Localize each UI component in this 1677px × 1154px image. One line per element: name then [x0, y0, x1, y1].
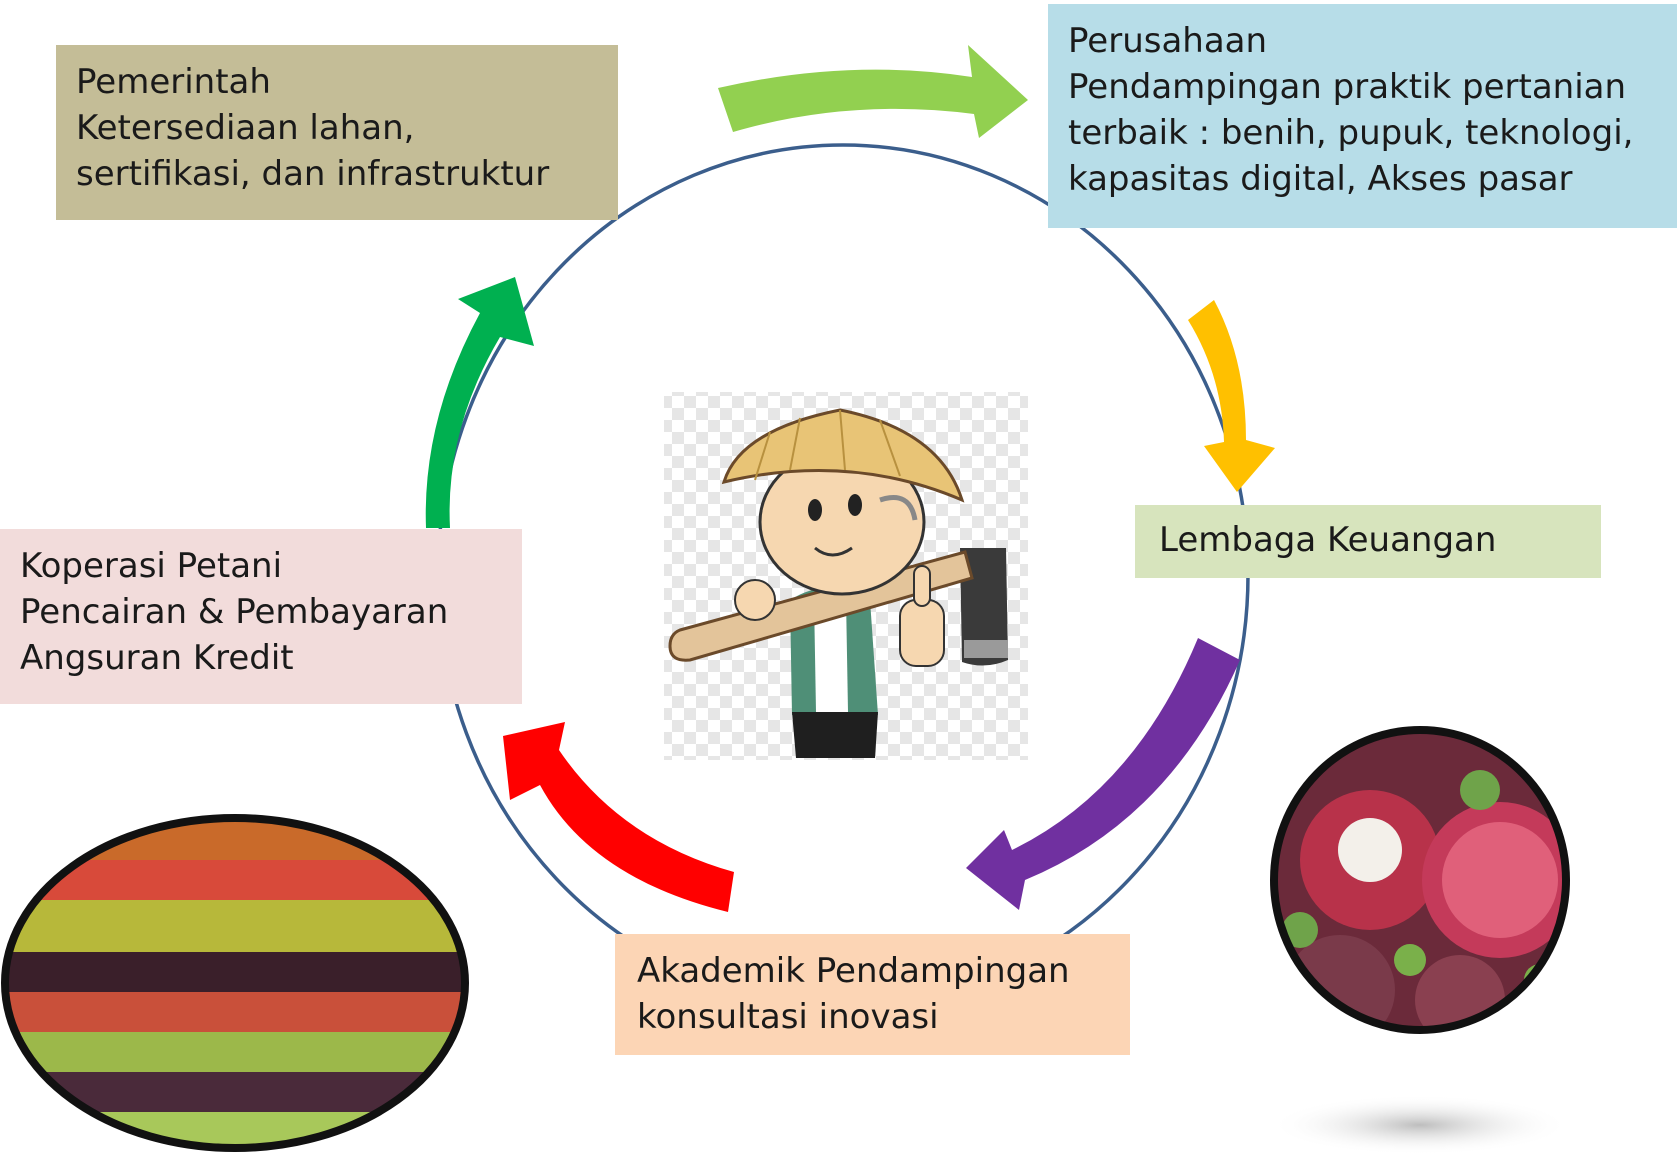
fruit-stack-photo	[1, 814, 469, 1152]
arrow-red	[503, 722, 734, 912]
arrow-green-dark	[425, 277, 534, 528]
pemerintah-line-3: sertifikasi, dan infrastruktur	[76, 154, 550, 194]
box-akademik: Akademik Pendampingan konsultasi inovasi	[615, 934, 1130, 1055]
koperasi-line-2: Pencairan & Pembayaran	[20, 592, 449, 632]
arrow-purple	[966, 638, 1240, 910]
lembaga-title: Lembaga Keuangan	[1159, 520, 1497, 560]
perusahaan-line-4: kapasitas digital, Akses pasar	[1068, 159, 1573, 199]
koperasi-line-3: Angsuran Kredit	[20, 638, 294, 678]
akademik-line-2: konsultasi inovasi	[637, 997, 939, 1037]
pemerintah-line-2: Ketersediaan lahan,	[76, 108, 415, 148]
box-lembaga-keuangan: Lembaga Keuangan	[1135, 505, 1601, 578]
box-koperasi-petani: Koperasi Petani Pencairan & Pembayaran A…	[0, 529, 522, 704]
arrow-yellow	[1188, 300, 1275, 492]
koperasi-title: Koperasi Petani	[20, 546, 283, 586]
akademik-line-1: Akademik Pendampingan	[637, 951, 1070, 991]
box-perusahaan: Perusahaan Pendampingan praktik pertania…	[1048, 4, 1677, 228]
perusahaan-title: Perusahaan	[1068, 21, 1268, 61]
perusahaan-line-2: Pendampingan praktik pertanian	[1068, 67, 1627, 107]
pemerintah-title: Pemerintah	[76, 62, 271, 102]
farmer-illustration	[664, 392, 1028, 760]
arrow-green-light	[718, 45, 1028, 138]
perusahaan-line-3: terbaik : benih, pupuk, teknologi,	[1068, 113, 1634, 153]
mangosteen-photo	[1270, 726, 1570, 1154]
box-pemerintah: Pemerintah Ketersediaan lahan, sertifika…	[56, 45, 618, 220]
